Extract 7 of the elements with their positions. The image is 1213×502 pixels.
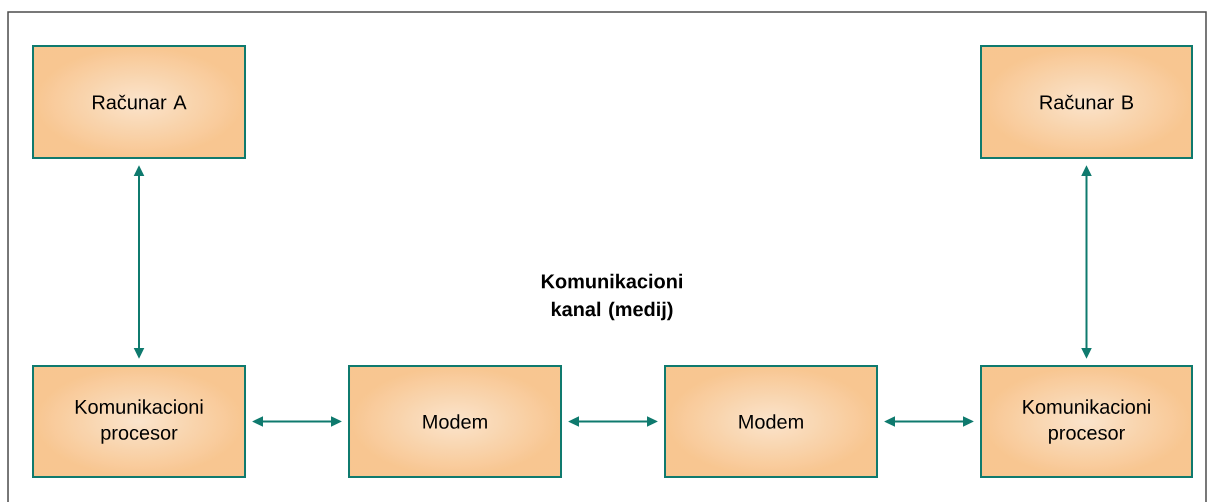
- process-box: Komunikacioni procesor: [32, 365, 246, 478]
- process-box: Računar A: [32, 45, 246, 159]
- process-box: Modem: [664, 365, 878, 478]
- process-box: Komunikacioni procesor: [980, 365, 1193, 478]
- process-box: Računar B: [980, 45, 1193, 159]
- channel-label: Komunikacioni kanal (medij): [541, 273, 682, 321]
- process-box: Modem: [348, 365, 562, 478]
